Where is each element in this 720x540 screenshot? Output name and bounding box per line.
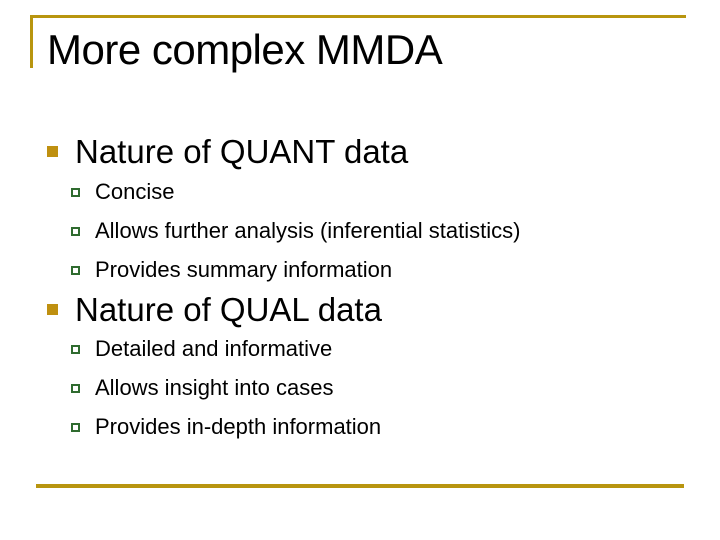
list-item: Concise bbox=[95, 179, 175, 204]
top-accent-line bbox=[30, 15, 686, 18]
list-item: Provides summary information bbox=[95, 257, 393, 282]
bullet-square-icon bbox=[47, 304, 58, 315]
bullet-hollow-square-icon bbox=[71, 188, 80, 197]
bullet-square-icon bbox=[47, 146, 58, 157]
list-item: Provides in-depth information bbox=[95, 414, 382, 439]
bullet-hollow-square-icon bbox=[71, 423, 80, 432]
bullet-hollow-square-icon bbox=[71, 227, 80, 236]
section-heading-quant: Nature of QUANT data bbox=[75, 133, 409, 170]
section-heading-qual: Nature of QUAL data bbox=[75, 291, 382, 328]
list-item: Detailed and informative bbox=[95, 336, 333, 361]
list-item: Allows further analysis (inferential sta… bbox=[95, 218, 521, 243]
bullet-hollow-square-icon bbox=[71, 384, 80, 393]
title-accent-line bbox=[30, 15, 33, 68]
bullet-hollow-square-icon bbox=[71, 266, 80, 275]
bottom-accent-line bbox=[36, 484, 684, 488]
list-item: Allows insight into cases bbox=[95, 375, 334, 400]
bullet-hollow-square-icon bbox=[71, 345, 80, 354]
slide-title: More complex MMDA bbox=[47, 26, 443, 73]
